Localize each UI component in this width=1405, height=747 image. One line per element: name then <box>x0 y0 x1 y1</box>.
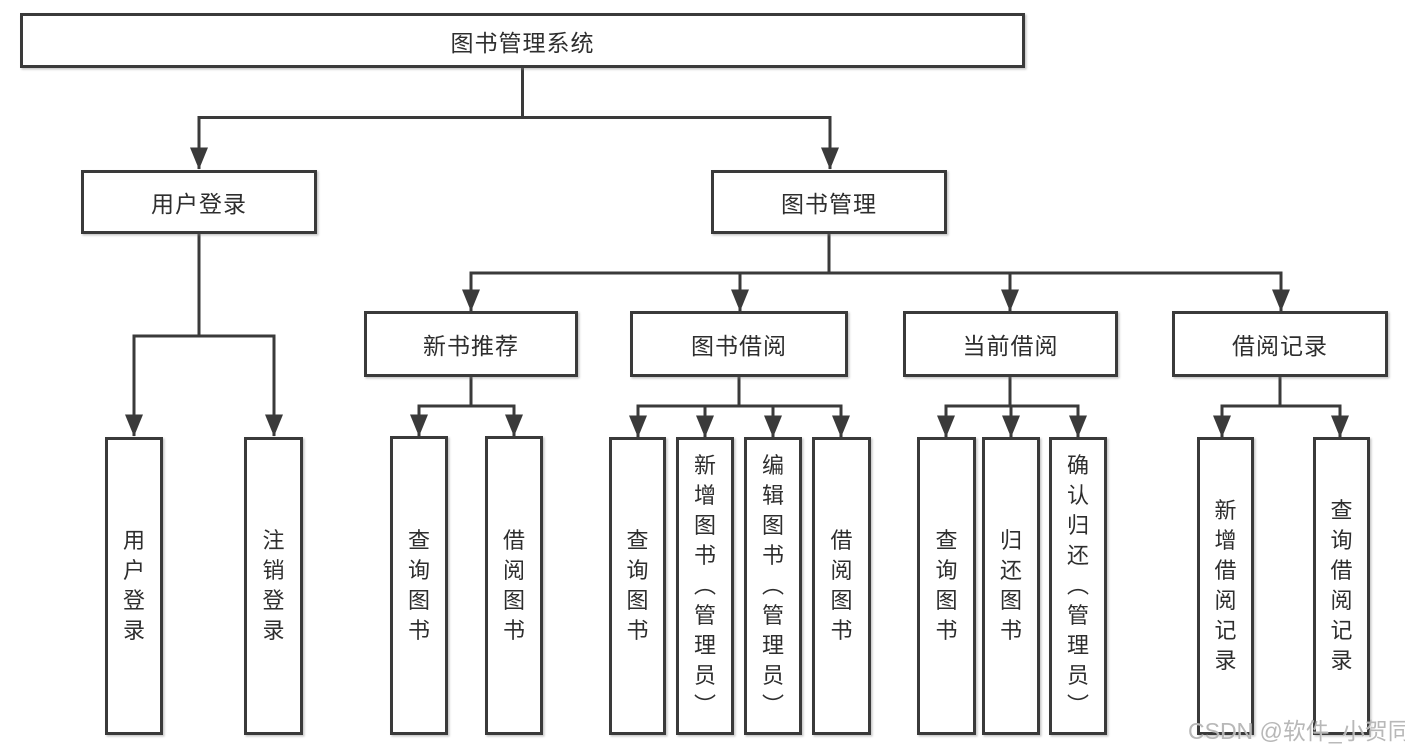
leaf-return-books-label: 归 还 图 书 <box>999 528 1022 643</box>
node-borrow-records-label: 借阅记录 <box>1232 333 1328 359</box>
leaf-borrowing-borrow-books-label: 借 阅 图 书 <box>830 528 853 643</box>
leaf-query-borrow-record: 查 询 借 阅 记 录 <box>1313 437 1370 735</box>
leaf-newbook-query-books-label: 查 询 图 书 <box>407 527 430 643</box>
leaf-current-query-books-label: 查 询 图 书 <box>935 528 958 643</box>
node-new-book-recommend: 新书推荐 <box>364 311 578 377</box>
leaf-add-book-admin-label: 新 增 图 书 ︵ 管 理 员 ︶ <box>693 453 716 718</box>
node-book-borrowing: 图书借阅 <box>630 311 848 377</box>
leaf-logout-label: 注 销 登 录 <box>262 528 285 643</box>
leaf-newbook-borrow-books-label: 借 阅 图 书 <box>502 527 525 643</box>
node-system-root-label: 图书管理系统 <box>450 29 595 56</box>
leaf-user-login-label: 用 户 登 录 <box>122 528 145 643</box>
leaf-confirm-return-admin-label: 确 认 归 还 ︵ 管 理 员 ︶ <box>1066 453 1089 718</box>
node-user-login-module-label: 用户登录 <box>151 191 247 217</box>
node-system-root: 图书管理系统 <box>20 13 1025 68</box>
leaf-add-borrow-record: 新 增 借 阅 记 录 <box>1197 437 1254 735</box>
leaf-borrowing-query-books-label: 查 询 图 书 <box>626 528 649 643</box>
node-book-management-module-label: 图书管理 <box>781 191 877 217</box>
leaf-newbook-query-books: 查 询 图 书 <box>390 436 448 735</box>
leaf-current-query-books: 查 询 图 书 <box>917 437 976 735</box>
leaf-add-book-admin: 新 增 图 书 ︵ 管 理 员 ︶ <box>676 437 734 735</box>
leaf-borrowing-borrow-books: 借 阅 图 书 <box>812 437 871 735</box>
connectors <box>125 68 1349 438</box>
node-current-borrowing-label: 当前借阅 <box>962 333 1059 359</box>
csdn-watermark: CSDN @软件_小贺同学 <box>1188 718 1405 744</box>
leaf-borrowing-query-books: 查 询 图 书 <box>609 437 666 735</box>
leaf-query-borrow-record-label: 查 询 借 阅 记 录 <box>1330 498 1353 673</box>
node-book-borrowing-label: 图书借阅 <box>691 333 787 359</box>
leaf-edit-book-admin: 编 辑 图 书 ︵ 管 理 员 ︶ <box>744 437 802 735</box>
node-new-book-recommend-label: 新书推荐 <box>423 333 519 359</box>
leaf-edit-book-admin-label: 编 辑 图 书 ︵ 管 理 员 ︶ <box>761 453 784 718</box>
leaf-logout: 注 销 登 录 <box>244 437 303 735</box>
leaf-add-borrow-record-label: 新 增 借 阅 记 录 <box>1214 498 1237 673</box>
leaf-confirm-return-admin: 确 认 归 还 ︵ 管 理 员 ︶ <box>1049 437 1107 735</box>
node-current-borrowing: 当前借阅 <box>903 311 1118 377</box>
node-book-management-module: 图书管理 <box>711 170 947 234</box>
leaf-return-books: 归 还 图 书 <box>982 437 1040 735</box>
leaf-newbook-borrow-books: 借 阅 图 书 <box>485 436 543 735</box>
node-user-login-module: 用户登录 <box>81 170 317 234</box>
node-borrow-records: 借阅记录 <box>1172 311 1388 377</box>
leaf-user-login: 用 户 登 录 <box>105 437 163 735</box>
